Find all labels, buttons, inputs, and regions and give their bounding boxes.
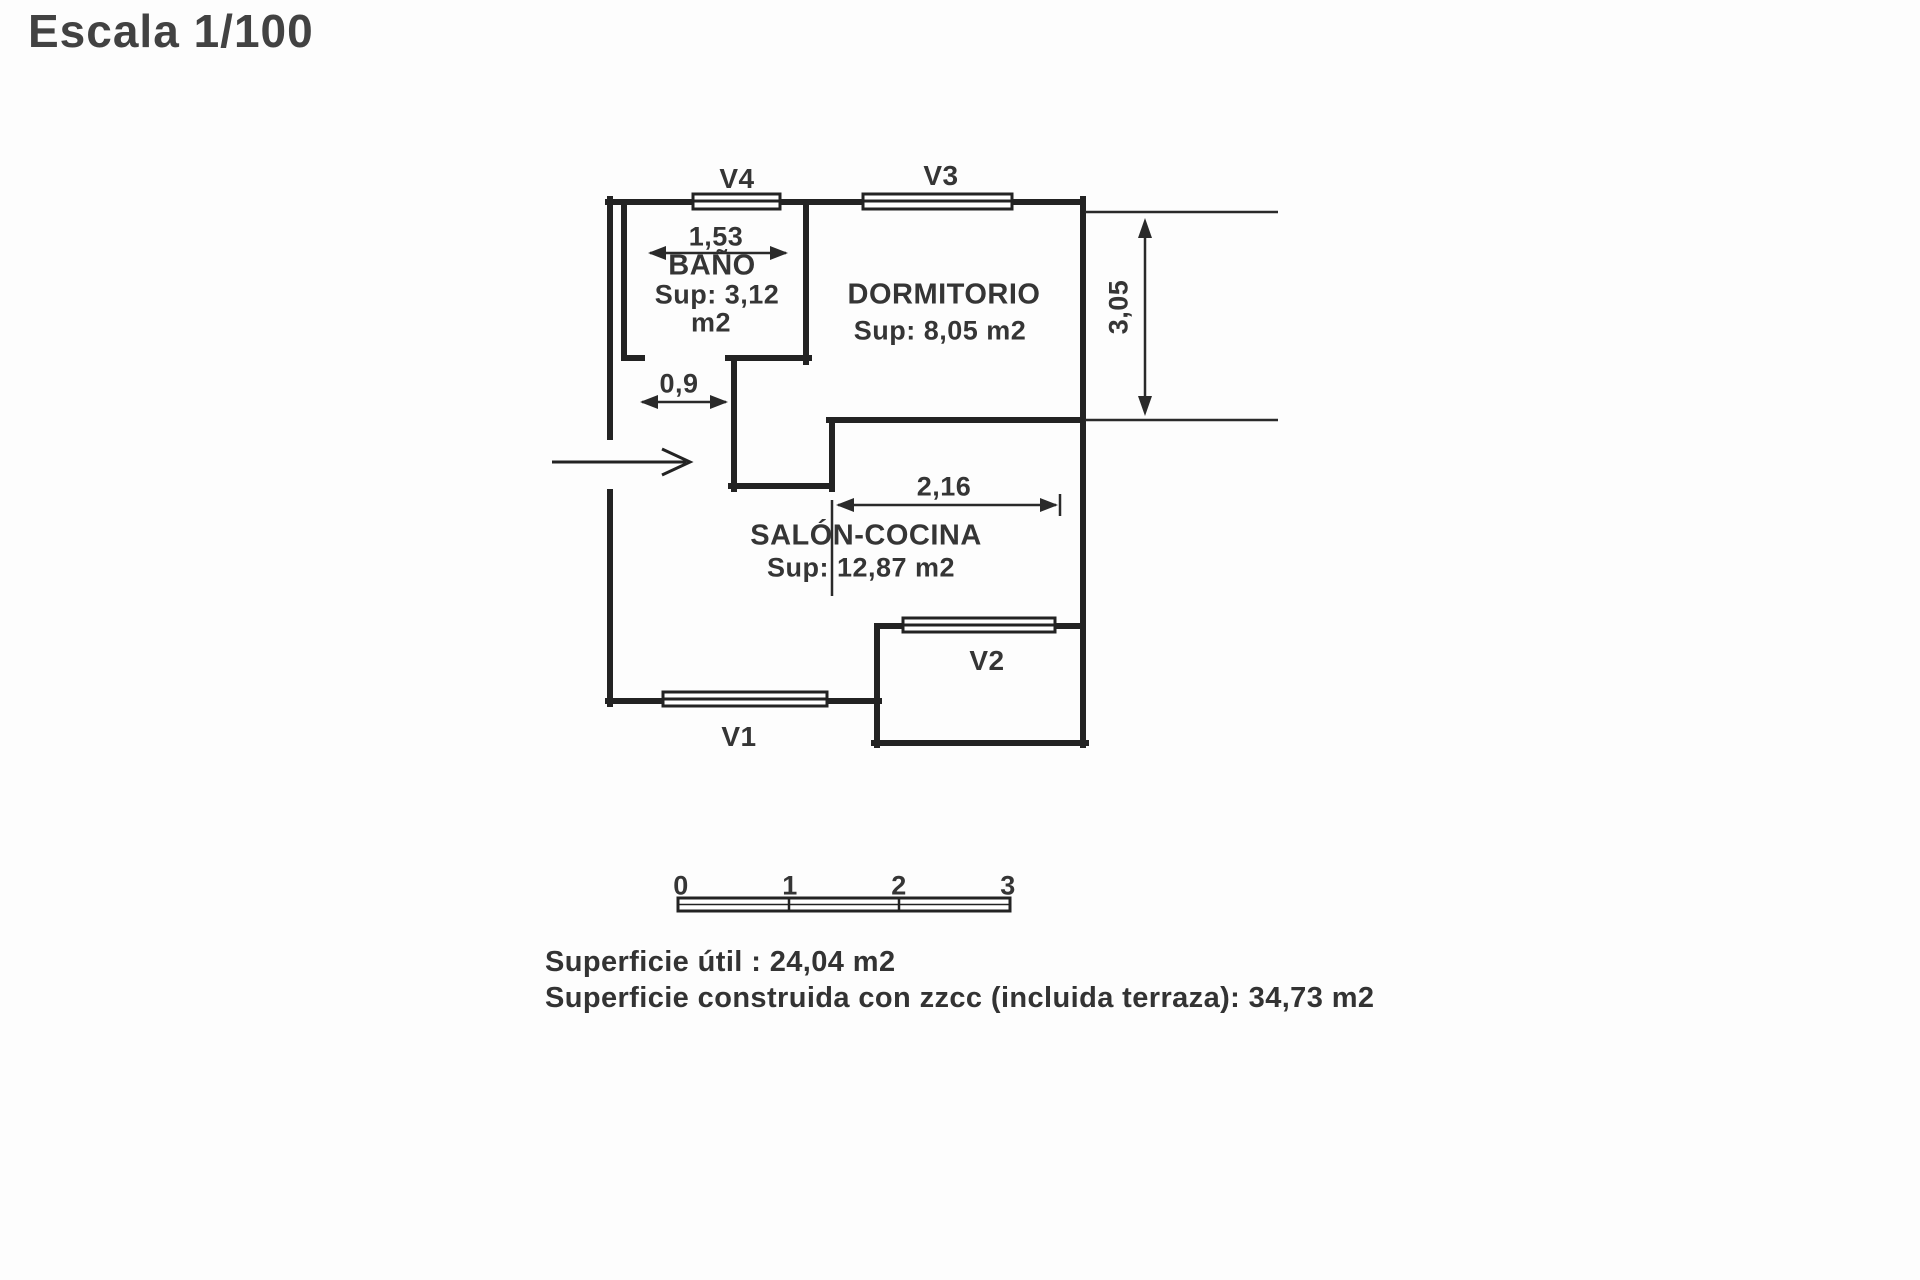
dim-label-bano-width: 1,53 [688,221,744,252]
wall-hall-bedroom [728,355,1086,492]
dimension-lines [642,210,1278,596]
window-label-v2: V2 [969,645,1005,676]
arrowhead [648,246,666,260]
wall-terrace-box [871,623,1089,748]
wall-bathroom [621,199,812,365]
room-label-bano: BAÑO [668,249,756,282]
dim-label-dorm-height: 3,05 [1103,279,1134,335]
room-sup-bano: Sup: 3,12 [654,279,780,310]
arrowhead [710,395,728,409]
surface-util-text: Superficie útil : 24,04 m2 [545,946,896,978]
dim-label-door-width: 0,9 [659,368,699,399]
window-label-v1: V1 [721,721,757,752]
room-sup-dormitorio: Sup: 8,05 m2 [853,315,1027,346]
scalebar-tick-2: 2 [891,870,907,901]
scalebar-tick-1: 1 [782,870,798,901]
arrowhead [770,246,788,260]
arrowhead [640,395,658,409]
scalebar-tick-3: 3 [1000,870,1016,901]
entry-arrow-icon [552,447,694,477]
scale-title: Escala 1/100 [28,5,314,57]
room-sup-bano-units: m2 [690,307,732,338]
dimension-arrowheads [640,218,1152,512]
entry-arrow-head [661,447,694,477]
room-label-salon: SALÓN-COCINA [750,519,982,552]
scalebar-tick-0: 0 [673,870,689,901]
arrowhead [1138,396,1152,416]
surface-construida-text: Superficie construida con zzcc (incluida… [545,982,1375,1014]
dim-label-salon-width: 2,16 [916,471,972,502]
arrowhead [1138,218,1152,238]
arrowhead [1040,498,1058,512]
scale-bar [676,896,1012,913]
arrowhead [836,498,854,512]
window-label-v4: V4 [719,163,755,194]
room-label-dormitorio: DORMITORIO [847,278,1041,311]
room-sup-salon: Sup: 12,87 m2 [766,552,956,583]
windows [661,192,1057,708]
walls [605,196,1089,748]
window-label-v3: V3 [923,160,959,191]
